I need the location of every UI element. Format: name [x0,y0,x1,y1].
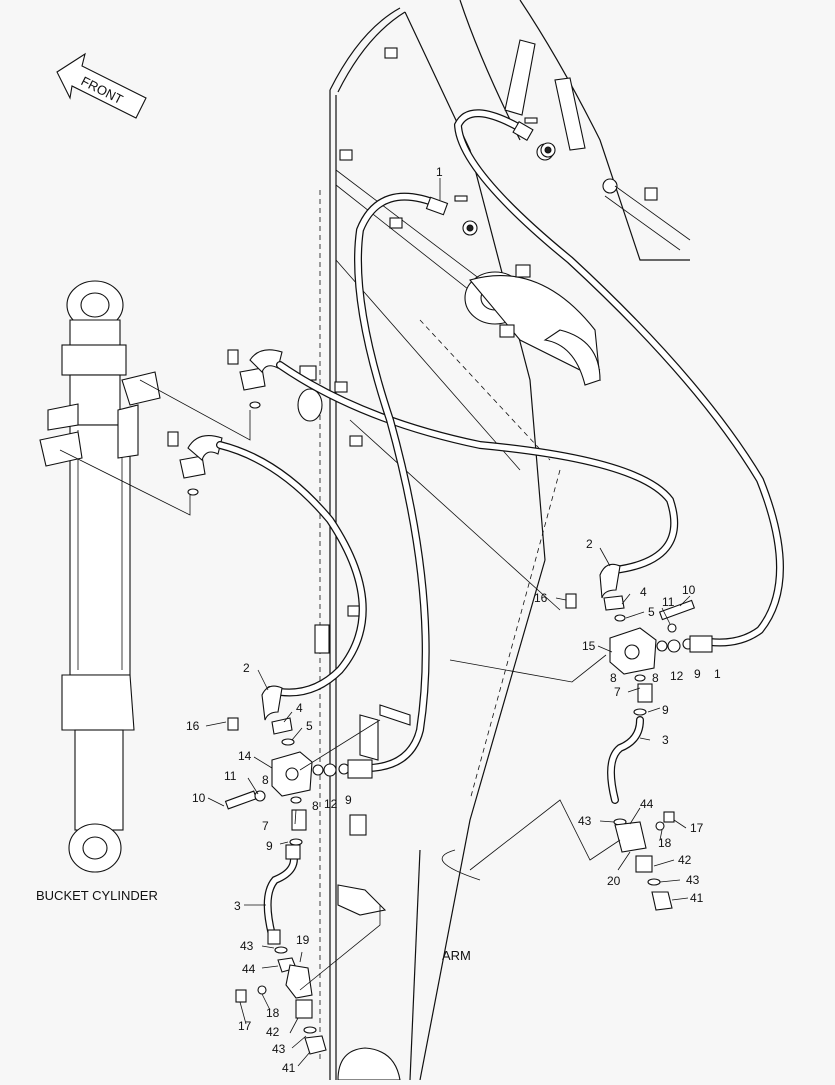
arm-structure [297,0,691,1081]
callout-label: 7 [262,819,269,833]
bucket-cylinder [39,280,161,873]
callout-label: 10 [682,583,696,597]
callout-label: 8 [312,799,319,813]
bucket-cylinder-caption: BUCKET CYLINDER [36,888,158,903]
callout-label: 44 [242,962,256,976]
callout-label: 16 [534,591,548,605]
hydraulic-hoses [216,109,784,939]
callout-label: 8 [610,671,617,685]
callout-label: 3 [662,733,669,747]
left-valve-assembly [224,685,381,1055]
front-direction-arrow: FRONT [56,52,147,119]
callout-label: 3 [234,899,241,913]
callout-label: 43 [240,939,254,953]
arm-caption: ARM [442,948,471,963]
callout-label: 43 [686,873,700,887]
callout-label: 18 [658,836,672,850]
callout-label: 17 [238,1019,252,1033]
callout-label: 18 [266,1006,280,1020]
callout-label: 9 [345,793,352,807]
callout-label: 43 [578,814,592,828]
callout-label: 8 [652,671,659,685]
top-hose-fittings [425,117,556,236]
callout-label: 8 [262,773,269,787]
callout-label: 9 [662,703,669,717]
callout-label: 4 [640,585,647,599]
callout-label: 2 [243,661,250,675]
callout-label: 2 [586,537,593,551]
callout-label: 42 [266,1025,280,1039]
callout-label: 4 [296,701,303,715]
callout-label: 41 [690,891,704,905]
callout-label: 41 [282,1061,296,1075]
callout-label: 1 [436,165,443,179]
leader-lines [205,178,691,1067]
callout-label: 43 [272,1042,286,1056]
callout-label: 10 [192,791,206,805]
callout-label: 11 [662,595,675,609]
callout-label: 9 [694,667,701,681]
callout-label: 1 [714,667,721,681]
callout-label: 7 [614,685,621,699]
callout-label: 5 [306,719,313,733]
callout-label: 12 [670,669,684,683]
callout-label: 20 [607,874,621,888]
callout-label: 19 [296,933,310,947]
callout-label: 11 [224,769,237,783]
cylinder-fittings-left [59,349,283,516]
callout-label: 44 [640,797,654,811]
callout-label: 14 [238,749,252,763]
callout-label: 42 [678,853,692,867]
callout-label: 16 [186,719,200,733]
right-valve-assembly [449,563,713,911]
callout-label: 5 [648,605,655,619]
callout-label: 9 [266,839,273,853]
callout-label: 12 [324,797,338,811]
callout-label: 15 [582,639,596,653]
callout-label: 17 [690,821,704,835]
callout-numbers: 1 2 2 3 3 4 4 5 5 7 7 8 8 8 8 9 9 9 9 10… [186,165,721,1075]
